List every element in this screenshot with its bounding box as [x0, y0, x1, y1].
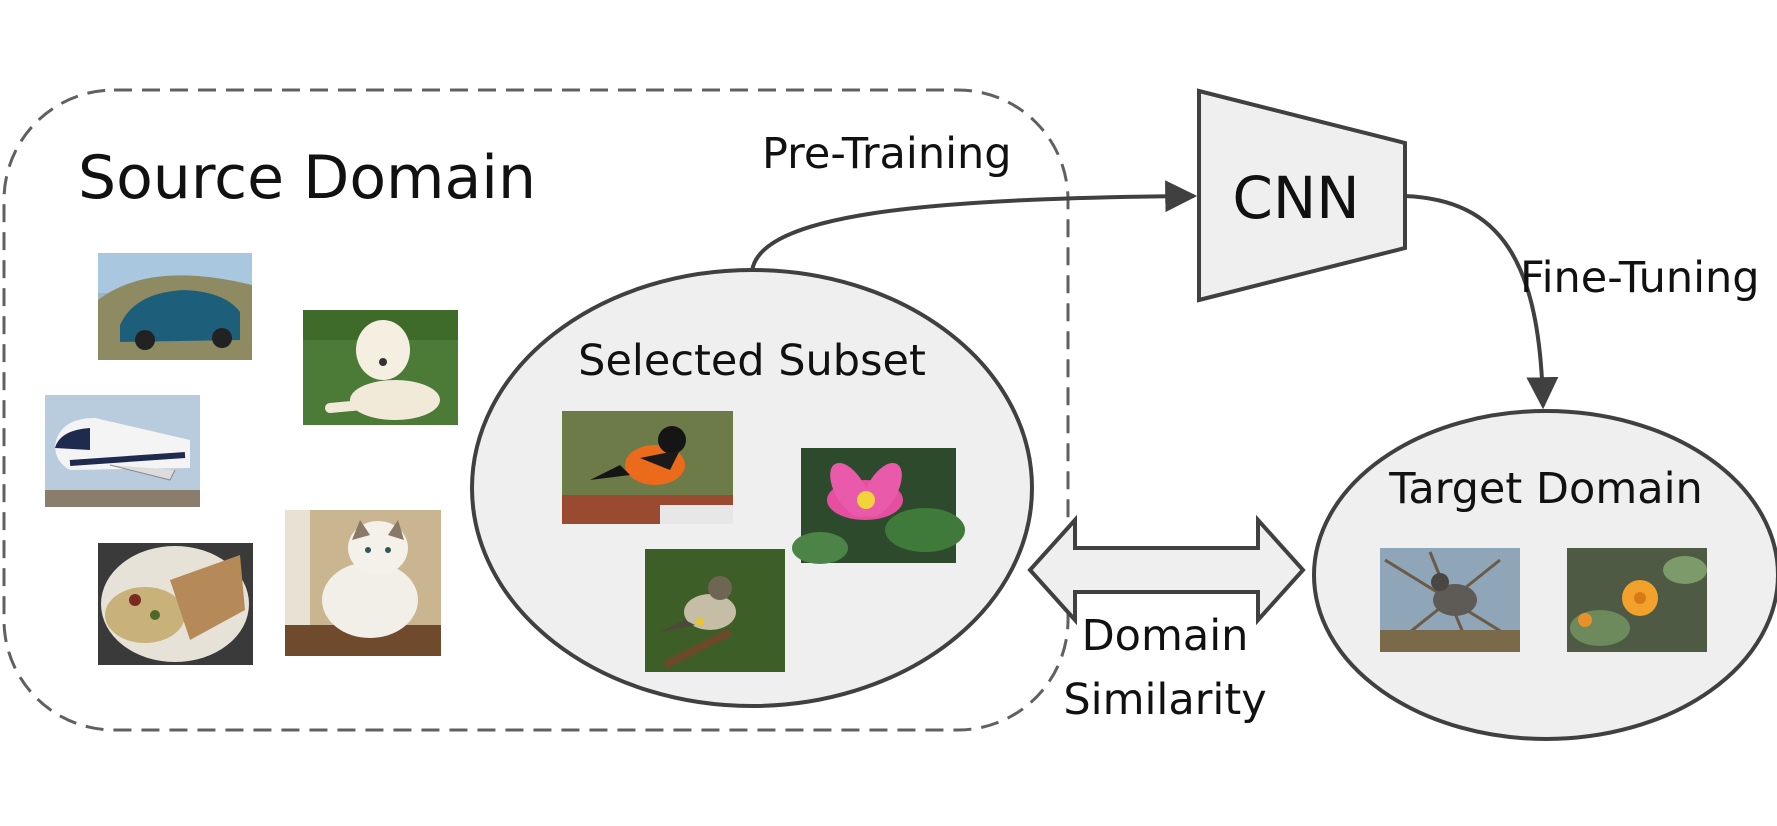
domain-similarity-arrow — [1027, 514, 1306, 626]
cnn-block — [1197, 88, 1407, 303]
dog-photo — [303, 310, 458, 425]
cat-photo — [285, 510, 441, 656]
warbler-bird-photo — [645, 549, 785, 672]
domain-similarity-label-line2: Similarity — [1063, 675, 1266, 725]
airplane-photo — [45, 395, 200, 507]
cnn-label: CNN — [1232, 164, 1359, 232]
quail-bird-photo — [1380, 548, 1520, 652]
car-photo — [98, 253, 252, 360]
yellow-flower-photo — [1567, 548, 1707, 652]
pre-training-arrow — [750, 180, 1198, 272]
selected-subset-title: Selected Subset — [578, 336, 926, 386]
pre-training-label: Pre-Training — [762, 129, 1012, 179]
lotus-flower-photo — [792, 448, 965, 564]
source-domain-title: Source Domain — [78, 143, 536, 213]
target-domain-ellipse — [1312, 409, 1777, 741]
fine-tuning-label: Fine-Tuning — [1520, 253, 1760, 303]
food-photo — [98, 543, 253, 665]
oriole-bird-photo — [562, 411, 733, 524]
target-domain-title: Target Domain — [1388, 464, 1703, 514]
source-domain-box — [2, 88, 1070, 732]
fine-tuning-arrow — [1404, 194, 1559, 410]
domain-similarity-label-line1: Domain — [1082, 611, 1249, 661]
